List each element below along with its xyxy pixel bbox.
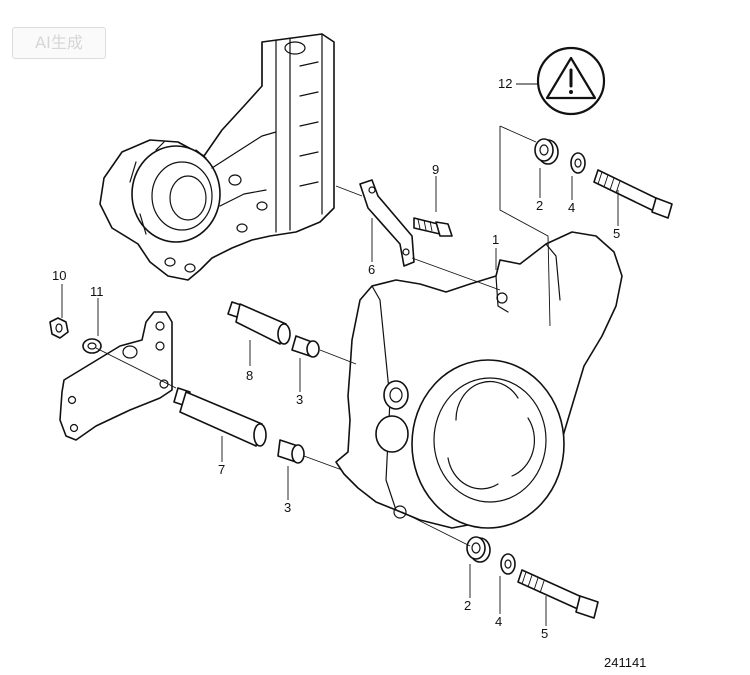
callout-3-upper: 3 [296, 392, 303, 407]
callout-2-bottom: 2 [464, 598, 471, 613]
bolt-5-top [593, 169, 673, 219]
callout-5-top: 5 [613, 226, 620, 241]
callout-3-lower: 3 [284, 500, 291, 515]
callout-11: 11 [90, 284, 104, 299]
bolt-9 [413, 217, 453, 237]
stud-7 [173, 387, 267, 447]
watermark-badge: AI生成 [12, 27, 106, 59]
bracket-6 [359, 179, 415, 267]
bolt-5-bottom [517, 569, 599, 619]
callout-9: 9 [432, 162, 439, 177]
callout-2-top: 2 [536, 198, 543, 213]
callout-4-bottom: 4 [495, 614, 502, 629]
spacer-2-top [534, 138, 559, 165]
engine-housing [99, 33, 335, 281]
spacer-3-lower [277, 439, 305, 464]
callout-7: 7 [218, 462, 225, 477]
nut-10 [49, 317, 69, 339]
mounting-plate [59, 311, 173, 441]
leader-lines [61, 83, 619, 626]
callout-10: 10 [52, 268, 66, 283]
timing-cover [335, 231, 623, 529]
callout-1: 1 [492, 232, 499, 247]
callout-12: 12 [498, 76, 512, 91]
washer-11 [82, 338, 102, 354]
washer-4-top [570, 152, 586, 174]
callout-5-bottom: 5 [541, 626, 548, 641]
spacer-3-upper [291, 335, 320, 358]
stud-8 [227, 301, 291, 345]
callout-4-top: 4 [568, 200, 575, 215]
washer-4-bottom [500, 553, 516, 575]
spacer-2-bottom [466, 536, 491, 563]
warning-triangle-icon [536, 46, 606, 116]
callout-8: 8 [246, 368, 253, 383]
document-number: 241141 [604, 655, 647, 670]
assembly-lines [95, 125, 551, 547]
callout-labels: 1 2 2 3 3 4 4 5 5 6 7 8 9 10 11 12 [52, 76, 620, 641]
callout-6: 6 [368, 262, 375, 277]
